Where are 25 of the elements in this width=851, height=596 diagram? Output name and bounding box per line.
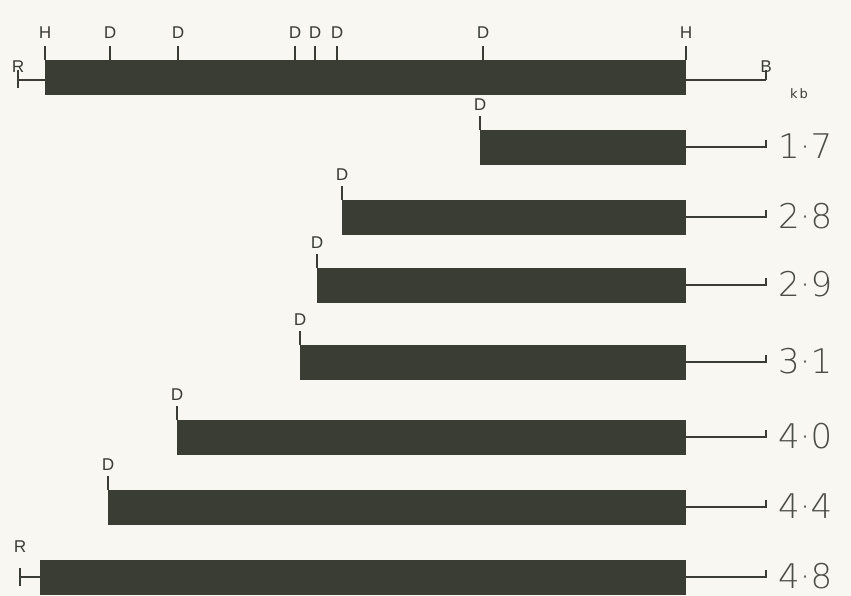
restriction-site-label: H (680, 24, 692, 42)
fragment-size-label: 2·9 (778, 267, 832, 303)
restriction-site-label: D (170, 386, 184, 404)
fragment-size-label: 1·7 (778, 129, 832, 165)
restriction-site-label: D (476, 24, 490, 42)
restriction-site-label: H (38, 24, 52, 42)
fragment-size-label: 2·8 (778, 199, 832, 235)
restriction-site-label: D (474, 96, 486, 114)
restriction-site-label: D (308, 24, 322, 42)
fragment-size-label: 4·8 (778, 559, 832, 595)
fragment-size-label: 4·0 (778, 419, 832, 455)
restriction-site-label: D (102, 456, 114, 474)
restriction-site-label: R (12, 58, 24, 76)
restriction-site-label: D (288, 24, 302, 42)
restriction-site-label: D (294, 311, 306, 329)
restriction-site-label: D (336, 166, 348, 184)
restriction-site-label: R (14, 538, 26, 556)
fragment-size-label: 3·1 (778, 344, 832, 380)
fragment-size-label: 4·4 (778, 489, 832, 525)
restriction-site-label: D (104, 24, 116, 42)
restriction-site-label: D (172, 24, 184, 42)
unit-label: kb (790, 88, 810, 102)
restriction-site-label: D (310, 234, 324, 252)
restriction-site-label: D (330, 24, 344, 42)
restriction-site-label: B (760, 58, 772, 76)
